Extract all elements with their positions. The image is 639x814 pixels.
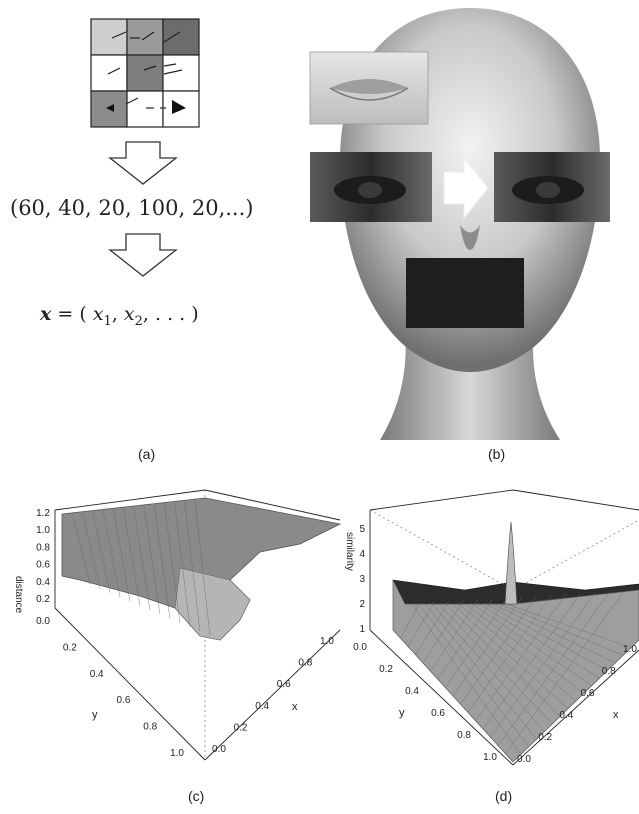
equals-sign: =	[57, 303, 74, 325]
grid-cell	[162, 18, 200, 56]
z-tick-label: 0.8	[36, 542, 50, 553]
panel-label-b: (b)	[488, 446, 506, 462]
x-tick-label: 0.0	[212, 744, 226, 755]
similarity-peak	[504, 521, 518, 605]
y-tick-label: 0.4	[90, 669, 104, 680]
distance-surface-plot: 1.2 1.0 0.8 0.6 0.4 0.2 0.0 0.2 0.4 0.6 0.8 1.0 1.…	[13, 489, 342, 761]
z-axis-label: similarity	[345, 532, 355, 571]
x-tick-label: 0.6	[277, 679, 291, 690]
y-tick-label: 0.8	[457, 730, 471, 741]
y-tick-label: 0.0	[36, 616, 50, 627]
y-tick-label: 0.2	[63, 642, 77, 653]
y-axis-label: y	[92, 709, 98, 721]
panel-d: 5 4 3 2 1 0.0 0.2 0.4 0.6 0.8 1.0 1.0 0.8 0.6 0.4 0.2…	[345, 480, 639, 814]
x-tick-label: 0.4	[559, 710, 573, 721]
x-axis-label: x	[292, 701, 298, 713]
panel-b: (b)	[300, 0, 639, 470]
x-tick-label: 0.2	[538, 732, 552, 743]
feature-grid	[90, 18, 200, 128]
ellipsis: , . . . )	[142, 303, 199, 325]
grid-cell	[126, 90, 164, 128]
similarity-surface-plot: 5 4 3 2 1 0.0 0.2 0.4 0.6 0.8 1.0 1.0 0.8 0.6 0.4 0.2…	[345, 489, 639, 766]
z-tick-label: 0.4	[36, 577, 50, 588]
z-tick-label: 1.0	[36, 525, 50, 536]
x-tick-label: 0.0	[517, 754, 531, 765]
component-x2: x	[123, 303, 135, 325]
panel-c: 1.2 1.0 0.8 0.6 0.4 0.2 0.0 0.2 0.4 0.6 0.8 1.0 1.…	[0, 480, 345, 814]
panel-label-c: (c)	[188, 788, 205, 804]
face-render	[309, 8, 610, 440]
z-tick-label: 0.2	[36, 594, 50, 605]
x-tick-label: 1.0	[320, 636, 334, 647]
z-tick-label: 2	[359, 599, 365, 610]
nose-shape	[460, 225, 480, 250]
y-axis-label: y	[399, 707, 405, 719]
x-tick-label: 0.4	[255, 701, 269, 712]
panel-label-d: (d)	[495, 788, 513, 804]
subscript-1: 1	[103, 313, 112, 329]
y-tick-label: 0.2	[379, 664, 393, 675]
z-tick-label: 1	[359, 624, 365, 635]
down-arrow-icon	[108, 233, 178, 277]
y-tick-label: 0.6	[116, 695, 130, 706]
down-arrow-icon	[108, 141, 178, 185]
eye-patch-right	[494, 152, 610, 222]
y-tick-label: 1.0	[170, 748, 184, 759]
open-paren: (	[79, 303, 87, 325]
z-tick-label: 5	[359, 524, 365, 535]
z-tick-label: 4	[359, 549, 365, 560]
x-tick-label: 0.8	[602, 666, 616, 677]
z-tick-label: 1.2	[36, 508, 50, 519]
vector-equation: x = ( x1, x2, . . . )	[40, 303, 199, 329]
panel-label-a: (a)	[138, 446, 156, 462]
lip-patch	[309, 51, 429, 125]
comma: ,	[111, 303, 118, 325]
x-tick-label: 0.6	[581, 688, 595, 699]
grid-cell	[126, 54, 164, 92]
x-axis-label: x	[613, 709, 619, 721]
vector-symbol: x	[40, 303, 52, 325]
x-tick-label: 1.0	[623, 644, 637, 655]
y-tick-label: 1.0	[483, 752, 497, 763]
feature-vector: (60, 40, 20, 100, 20,...)	[10, 196, 254, 220]
x-tick-label: 0.2	[234, 722, 248, 733]
right-arrow-icon	[443, 156, 489, 220]
y-tick-label: 0.6	[431, 708, 445, 719]
mouth-patch	[406, 258, 524, 328]
x-tick-label: 0.8	[298, 658, 312, 669]
subscript-2: 2	[134, 313, 143, 329]
eye-patch-left	[310, 152, 432, 222]
z-axis-label: distance	[13, 576, 24, 614]
grid-cell	[90, 18, 128, 56]
surface-mesh	[392, 579, 639, 763]
y-tick-label: 0.4	[405, 686, 419, 697]
y-tick-label: 0.0	[353, 642, 367, 653]
y-tick-label: 0.8	[143, 722, 157, 733]
panel-a: (60, 40, 20, 100, 20,...) x = ( x1, x2, …	[0, 0, 300, 470]
z-tick-label: 3	[359, 574, 365, 585]
z-tick-label: 0.6	[36, 560, 50, 571]
component-x1: x	[92, 303, 104, 325]
grid-cell	[126, 18, 164, 56]
